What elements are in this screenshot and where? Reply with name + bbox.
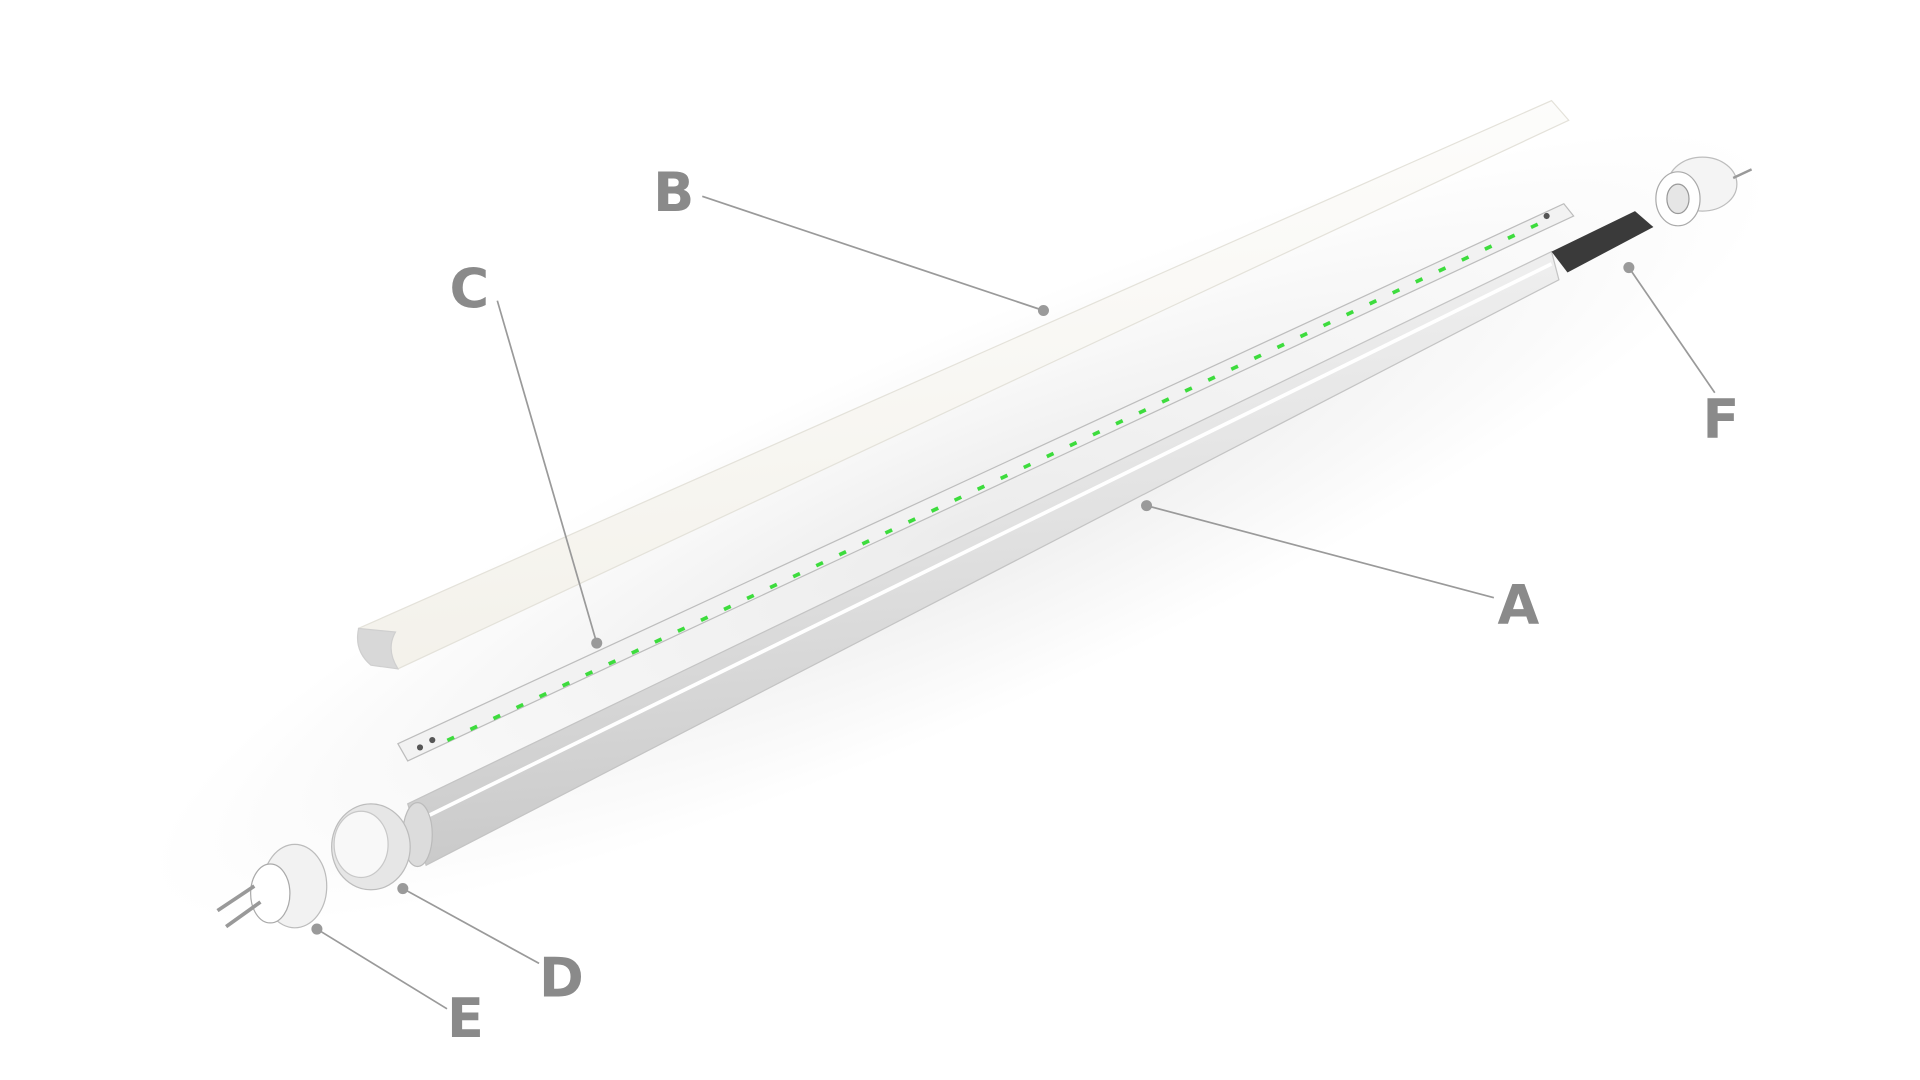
callout-b: B — [653, 161, 1049, 317]
led-chip — [815, 560, 824, 568]
led-chip — [1507, 233, 1516, 240]
led-chip — [1184, 386, 1193, 393]
led-chip — [1368, 298, 1378, 306]
led-chip — [584, 670, 594, 677]
led-chip — [1461, 255, 1470, 262]
led-chip — [861, 539, 870, 546]
led-chip — [953, 495, 963, 502]
led-chip — [1138, 408, 1147, 415]
led-chip — [1253, 353, 1262, 361]
led-chip — [1530, 222, 1539, 230]
strip-hole-icon — [416, 744, 424, 751]
led-chip — [1414, 277, 1424, 284]
led-chip — [723, 604, 732, 612]
callout-e: E — [311, 923, 484, 1050]
led-chip — [1069, 440, 1078, 448]
led-chip — [769, 582, 778, 590]
led-chip — [1276, 342, 1285, 350]
strip-hole-icon — [1543, 212, 1550, 220]
label-e: E — [447, 987, 484, 1050]
led-chip — [446, 735, 455, 743]
label-a: A — [1498, 573, 1540, 636]
led-chip — [1299, 331, 1308, 339]
diffuser-cover — [356, 99, 1570, 670]
led-chip — [884, 528, 893, 535]
driver-module — [1551, 211, 1654, 273]
led-chip — [1207, 375, 1216, 382]
led-chip — [1484, 244, 1493, 251]
label-f: F — [1703, 388, 1740, 451]
ground-shadow — [149, 130, 1771, 925]
strip-hole-icon — [429, 736, 436, 744]
led-chip — [838, 550, 847, 557]
led-chip — [1438, 266, 1447, 273]
led-chip — [792, 571, 801, 579]
led-chip — [607, 659, 617, 666]
label-d: D — [539, 947, 584, 1010]
led-chip — [976, 484, 986, 492]
label-c: C — [449, 257, 489, 320]
callout-f: F — [1623, 262, 1739, 451]
led-chip — [1161, 397, 1170, 404]
led-chip — [1345, 309, 1355, 317]
led-chip — [746, 593, 755, 601]
led-chip — [907, 517, 916, 524]
led-chip — [1022, 462, 1032, 470]
callout-c: C — [449, 257, 603, 649]
led-chip — [1115, 419, 1124, 426]
led-strip — [397, 202, 1575, 762]
inner-ring — [331, 803, 411, 891]
led-chip — [515, 702, 524, 710]
led-chip — [1391, 288, 1401, 295]
led-chip — [677, 626, 686, 633]
callout-d: D — [397, 883, 584, 1010]
led-chip — [700, 615, 709, 622]
led-chip — [538, 691, 548, 699]
led-chip — [469, 724, 478, 732]
led-chip — [930, 506, 939, 513]
led-chip — [1322, 320, 1331, 328]
end-cap-right — [1655, 156, 1753, 227]
led-chip — [1046, 451, 1055, 459]
end-cap-left — [216, 843, 328, 929]
led-chip — [999, 473, 1009, 481]
led-chip — [561, 681, 571, 688]
led-chip — [1092, 429, 1101, 437]
label-b: B — [653, 161, 694, 224]
led-chip — [631, 648, 640, 655]
led-chip — [654, 637, 663, 644]
callout-a: A — [1141, 500, 1540, 636]
led-chip — [1230, 364, 1239, 371]
led-chip — [492, 713, 501, 721]
